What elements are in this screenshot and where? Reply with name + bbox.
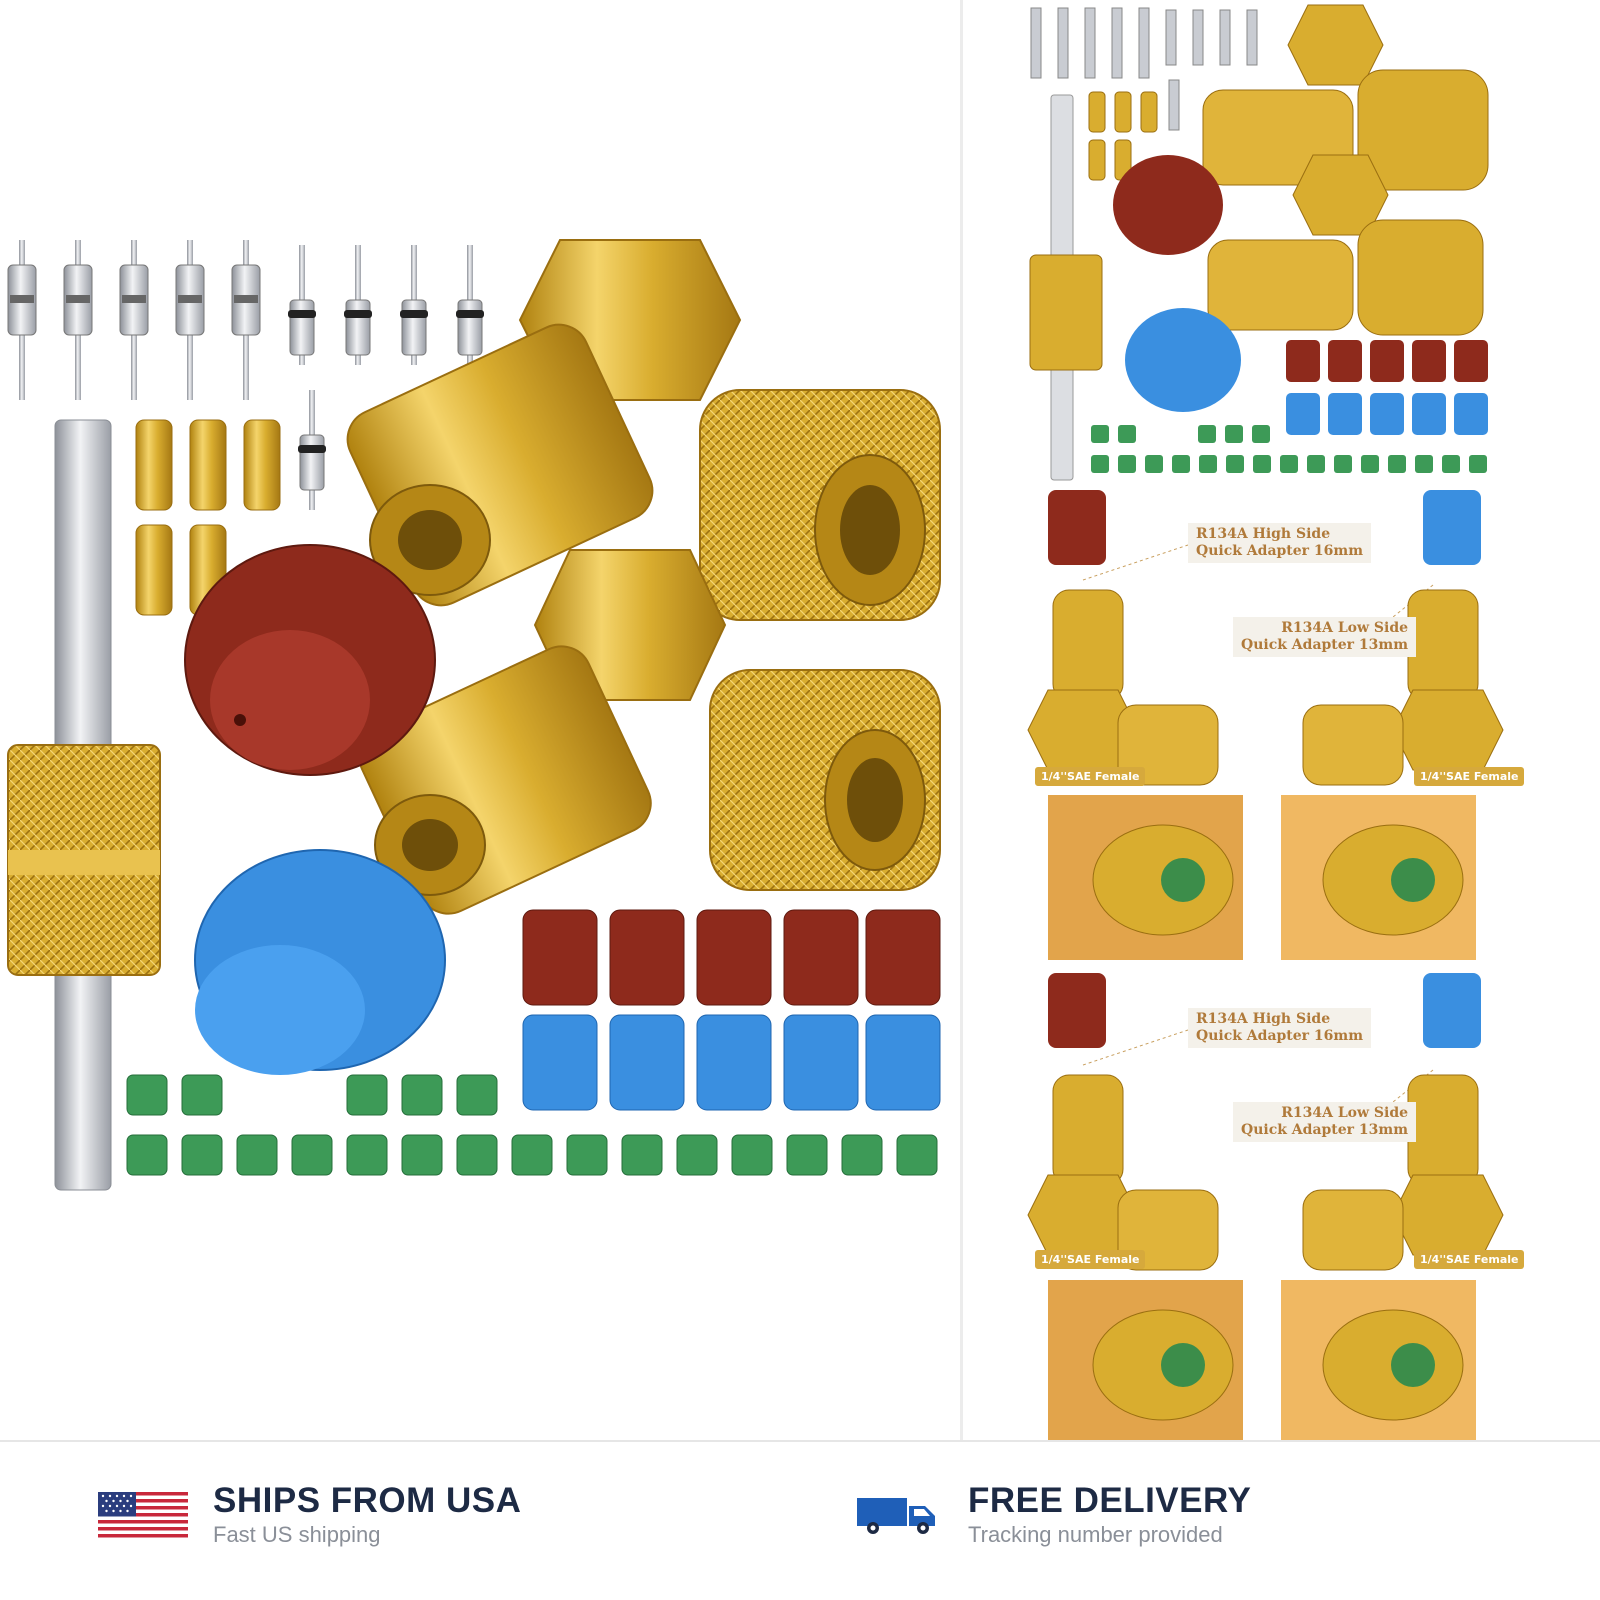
adapter-upper (346, 239, 941, 621)
feature-subtitle: Tracking number provided (968, 1522, 1223, 1547)
feature-title: FREE DELIVERY (968, 1481, 1252, 1520)
low-side-label: R134A Low Side Quick Adapter 13mm (1233, 1102, 1417, 1142)
adapter-lower (358, 549, 941, 915)
blue-caps-row (522, 1014, 941, 1111)
feature-free-delivery: FREE DELIVERY Tracking number provided (850, 1482, 1251, 1548)
valve-core-tool (7, 419, 161, 1191)
product-image-details: R134A High Side Quick Adapter 16mm R134A… (963, 0, 1600, 1440)
delivery-truck-icon (850, 1485, 946, 1545)
kit-illustration-small (1027, 4, 1504, 1440)
detail-section-1 (1027, 490, 1504, 960)
sae-tag-right: 1/4''SAE Female (1414, 1250, 1525, 1269)
feature-title: SHIPS FROM USA (213, 1481, 522, 1520)
shipping-features-bar: SHIPS FROM USA Fast US shipping FREE DEL… (0, 1442, 1600, 1600)
kit-illustration-main (7, 239, 941, 1191)
footer-divider (0, 1440, 1600, 1442)
mini-kit (1029, 4, 1489, 481)
sae-tag-left: 1/4''SAE Female (1035, 767, 1146, 786)
sae-tag-right: 1/4''SAE Female (1414, 767, 1525, 786)
detail-section-2 (1027, 973, 1504, 1440)
product-image-main (7, 239, 941, 1191)
panel-divider (960, 0, 963, 1440)
high-side-label: R134A High Side Quick Adapter 16mm (1188, 1008, 1372, 1048)
brass-caps (135, 419, 281, 616)
green-seals (126, 1074, 938, 1176)
low-side-label: R134A Low Side Quick Adapter 13mm (1233, 617, 1417, 657)
large-caps (184, 544, 446, 1075)
us-flag-icon (95, 1485, 191, 1545)
high-side-label: R134A High Side Quick Adapter 16mm (1188, 523, 1372, 563)
feature-ships-from-usa: SHIPS FROM USA Fast US shipping (95, 1482, 521, 1548)
feature-subtitle: Fast US shipping (213, 1522, 381, 1547)
valve-cores (7, 240, 484, 510)
red-caps-row (522, 909, 941, 1006)
sae-tag-left: 1/4''SAE Female (1035, 1250, 1146, 1269)
